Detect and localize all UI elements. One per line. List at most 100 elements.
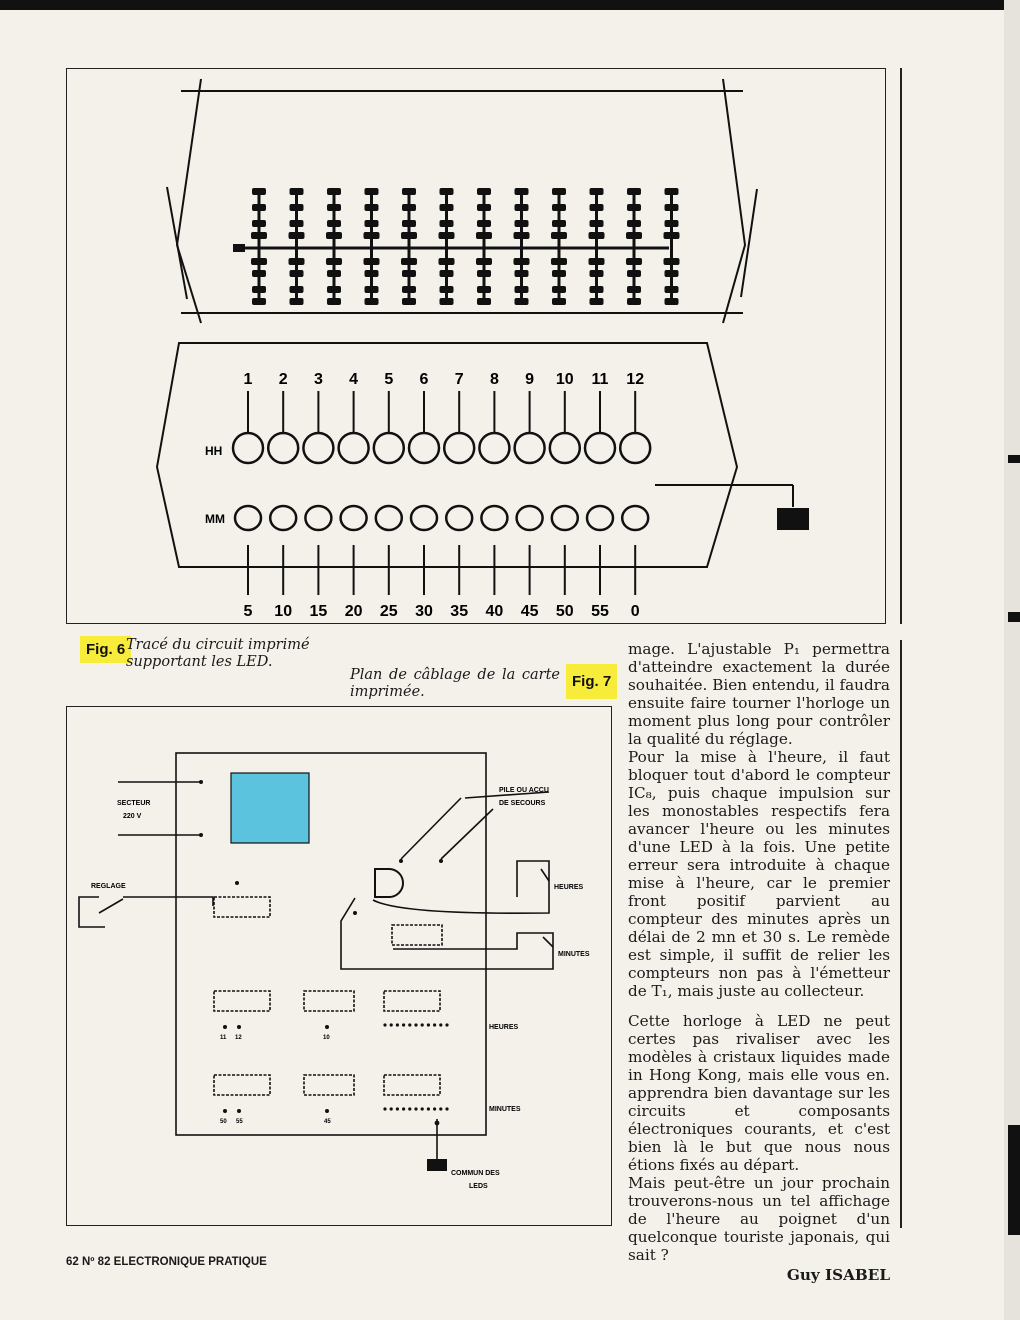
fig6-pad <box>402 204 416 211</box>
top-right-rule <box>900 68 902 624</box>
adjacent-page-edge <box>1004 0 1020 1320</box>
fig6-pad <box>552 204 566 211</box>
fig6-pad <box>252 188 266 195</box>
fig6-hour-number: 3 <box>314 371 323 388</box>
fig6-pad <box>514 188 529 195</box>
fig6-pad <box>327 204 341 211</box>
fig6-pad <box>364 204 379 211</box>
fig6-pad <box>627 298 641 305</box>
fig6-pad <box>627 188 641 195</box>
fig6-pad <box>664 270 679 277</box>
fig7-led-pad <box>439 1107 443 1111</box>
article-body: mage. L'ajustable P₁ permettra d'atteind… <box>628 640 890 1284</box>
fig6-right-edge <box>722 78 747 324</box>
fig6-pad <box>327 270 341 277</box>
fig6-pad <box>402 188 416 195</box>
fig6-caption: Tracé du circuit imprimé supportant les … <box>126 637 310 670</box>
fig7-solder-point <box>199 780 203 784</box>
fig7-led-pad <box>408 1107 412 1111</box>
fig6-hour-led <box>478 431 511 465</box>
fig6-pad <box>438 232 455 239</box>
fig6-pad <box>402 286 416 293</box>
fig6-pad <box>664 298 679 305</box>
fig6-pad <box>252 204 266 211</box>
fig6-pad <box>477 220 491 227</box>
fig6-pad <box>664 286 679 293</box>
fig6-pad <box>589 270 604 277</box>
fig6-pad <box>326 232 342 239</box>
fig6-badge: Fig. 6 <box>80 636 132 663</box>
fig6-pad <box>663 258 680 265</box>
fig7-led-pad <box>389 1023 393 1027</box>
fig7-pin-label: 12 <box>235 1035 242 1041</box>
fig7-ic-chip <box>213 896 271 918</box>
fig7-led-pad <box>383 1107 387 1111</box>
fig7-led-pad <box>402 1107 406 1111</box>
fig6-minute-number: 0 <box>631 603 640 620</box>
fig6-pad <box>439 286 454 293</box>
fig7-solder-point <box>235 881 239 885</box>
fig6-minute-led <box>550 504 580 532</box>
fig6-hour-led <box>583 431 617 465</box>
fig6-pad <box>327 298 341 305</box>
fig6-pad <box>289 286 304 293</box>
paragraph-3: Cette horloge à LED ne peut certes pas r… <box>628 1012 890 1174</box>
fig7-secteur-label: SECTEUR <box>117 800 150 807</box>
fig6-pad <box>514 270 529 277</box>
fig6-minute-led <box>515 504 544 532</box>
fig6-pad <box>364 270 379 277</box>
fig6-pad <box>589 204 604 211</box>
fig6-ground-symbol <box>777 508 809 530</box>
fig6-minute-led <box>444 504 474 532</box>
fig6-hour-number: 1 <box>244 371 253 388</box>
fig6-pad <box>289 220 304 227</box>
fig7-led-pad <box>389 1107 393 1111</box>
fig6-pad <box>439 298 454 305</box>
fig6-pad <box>514 298 529 305</box>
fig6-pad <box>626 232 642 239</box>
fig6-minute-led <box>480 504 509 532</box>
fig6-pad <box>402 298 416 305</box>
fig7-solder-point <box>199 833 203 837</box>
fig6-hour-led <box>302 431 335 465</box>
fig6-pad <box>552 188 566 195</box>
fig7-ic-chip <box>383 1074 441 1096</box>
fig7-leds-label: LEDS <box>469 1183 488 1190</box>
fig7-board-outline <box>175 752 487 1136</box>
fig6-pad <box>288 232 305 239</box>
fig6-pad <box>552 298 566 305</box>
fig7-reglage-wire <box>78 896 105 928</box>
fig6-pad <box>327 188 341 195</box>
fig7-ic-chip <box>213 990 271 1012</box>
fig6-minute-led <box>233 504 263 532</box>
fig6-pad <box>251 232 267 239</box>
fig6-minute-number: 45 <box>521 603 539 620</box>
fig7-led-pad <box>408 1023 412 1027</box>
fig6-pad <box>664 188 679 195</box>
fig7-heures-switch-label: HEURES <box>554 884 584 891</box>
fig6-hour-number: 5 <box>384 371 393 388</box>
fig6-pad <box>477 204 491 211</box>
page-footer: 62 Nº 82 ELECTRONIQUE PRATIQUE <box>66 1256 267 1268</box>
fig7-reglage-switch <box>98 898 124 914</box>
fig6-pad <box>401 232 417 239</box>
paragraph-2: Pour la mise à l'heure, il faut bloquer … <box>628 748 890 1000</box>
fig7-minutes-contact <box>542 936 554 948</box>
fig7-heures-leds-label: HEURES <box>489 1024 519 1031</box>
fig7-led-pad <box>402 1023 406 1027</box>
fig6-pad <box>514 204 529 211</box>
fig6-pad <box>289 204 304 211</box>
fig6-pad <box>664 220 679 227</box>
fig7-pile-label: PILE OU ACCU <box>499 787 549 794</box>
fig6-pad <box>627 270 641 277</box>
fig7-led-pad <box>433 1023 437 1027</box>
fig6-hour-led <box>266 431 300 465</box>
fig6-pad <box>289 298 304 305</box>
fig6-led-board-outline <box>155 342 739 568</box>
fig7-pin-label: 50 <box>220 1119 227 1125</box>
fig6-minute-number: 50 <box>556 603 574 620</box>
top-edge-bar <box>0 0 1020 10</box>
fig7-led-pad <box>414 1107 418 1111</box>
fig6-pad <box>439 188 454 195</box>
